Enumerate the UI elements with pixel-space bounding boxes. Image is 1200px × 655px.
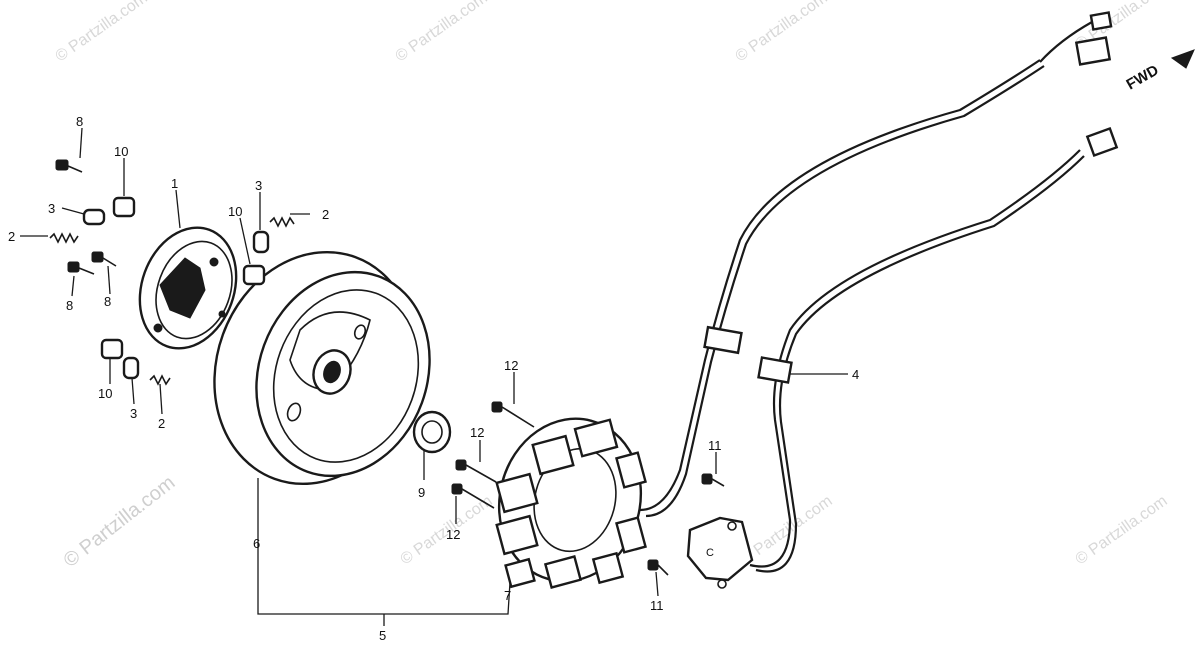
callout-8: 8	[76, 114, 83, 129]
callout-3: 3	[255, 178, 262, 193]
callout-4: 4	[852, 367, 859, 382]
callout-9: 9	[418, 485, 425, 500]
callout-7: 7	[504, 588, 511, 603]
fwd-direction-indicator: FWD	[1124, 49, 1195, 94]
callout-12: 12	[446, 527, 460, 542]
part-6-flywheel-rotor	[213, 250, 431, 486]
watermark-text: © Partzilla.com	[53, 0, 151, 65]
svg-text:C: C	[706, 547, 714, 559]
callout-8: 8	[104, 294, 111, 309]
part-9-flywheel-nut	[412, 410, 452, 454]
part-7-stator	[495, 417, 647, 589]
fwd-arrow-icon	[1170, 49, 1195, 69]
callout-11: 11	[708, 438, 722, 453]
callout-8: 8	[66, 298, 73, 313]
callout-10: 10	[98, 386, 112, 401]
small-hardware	[49, 159, 725, 576]
callout-6: 6	[253, 536, 260, 551]
pulse-generator: C	[686, 516, 754, 589]
callout-1: 1	[171, 176, 178, 191]
callout-5: 5	[379, 628, 386, 643]
leader-lines	[20, 127, 848, 626]
callout-2: 2	[322, 207, 329, 222]
callout-12: 12	[470, 425, 484, 440]
wiring-harness	[639, 11, 1119, 573]
part-1-starter-clutch	[138, 226, 238, 350]
watermark-text: © Partzilla.com	[733, 0, 831, 65]
callout-10: 10	[228, 204, 242, 219]
callout-2: 2	[8, 229, 15, 244]
watermark-text: © Partzilla.com	[1073, 493, 1171, 569]
fwd-label: FWD	[1124, 62, 1162, 94]
callout-3: 3	[48, 201, 55, 216]
callout-2: 2	[158, 416, 165, 431]
watermark-text: © Partzilla.com	[393, 0, 491, 65]
callout-3: 3	[130, 406, 137, 421]
callout-10: 10	[114, 144, 128, 159]
callout-labels: 1 2 2 2 3 3 3 4 5 6 7 8 8 8 9 10 10 10 1…	[8, 114, 859, 643]
watermark-text: © Partzilla.com	[60, 472, 180, 572]
callout-11: 11	[650, 598, 664, 613]
callout-12: 12	[504, 358, 518, 373]
